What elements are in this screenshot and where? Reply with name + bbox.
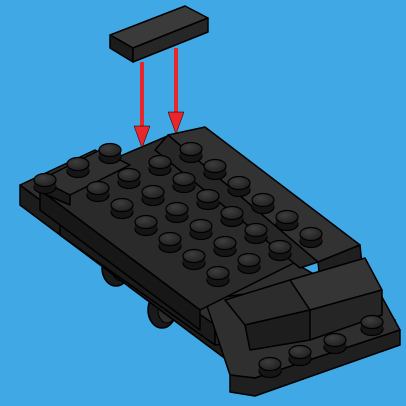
front-stud: [289, 346, 311, 366]
stud: [276, 211, 298, 231]
stud: [173, 173, 195, 193]
rear-stud: [34, 174, 56, 194]
stud: [300, 228, 322, 248]
stud: [269, 241, 291, 261]
stud: [180, 143, 202, 163]
stud: [87, 182, 109, 202]
stud: [183, 250, 205, 270]
front-stud: [361, 316, 383, 336]
stud: [190, 220, 212, 240]
stud: [204, 160, 226, 180]
stud: [118, 169, 140, 189]
stud: [214, 237, 236, 257]
stud: [238, 254, 260, 274]
stud: [197, 190, 219, 210]
stud: [245, 224, 267, 244]
front-stud: [259, 358, 281, 378]
stud: [252, 194, 274, 214]
stud: [142, 186, 164, 206]
stud: [166, 203, 188, 223]
rear-stud: [99, 144, 121, 164]
stud: [111, 199, 133, 219]
stud: [149, 156, 171, 176]
stud: [221, 207, 243, 227]
stud: [228, 177, 250, 197]
stud: [207, 267, 229, 287]
stud: [159, 233, 181, 253]
rear-stud: [67, 158, 89, 178]
front-stud: [324, 334, 346, 354]
stud: [135, 216, 157, 236]
